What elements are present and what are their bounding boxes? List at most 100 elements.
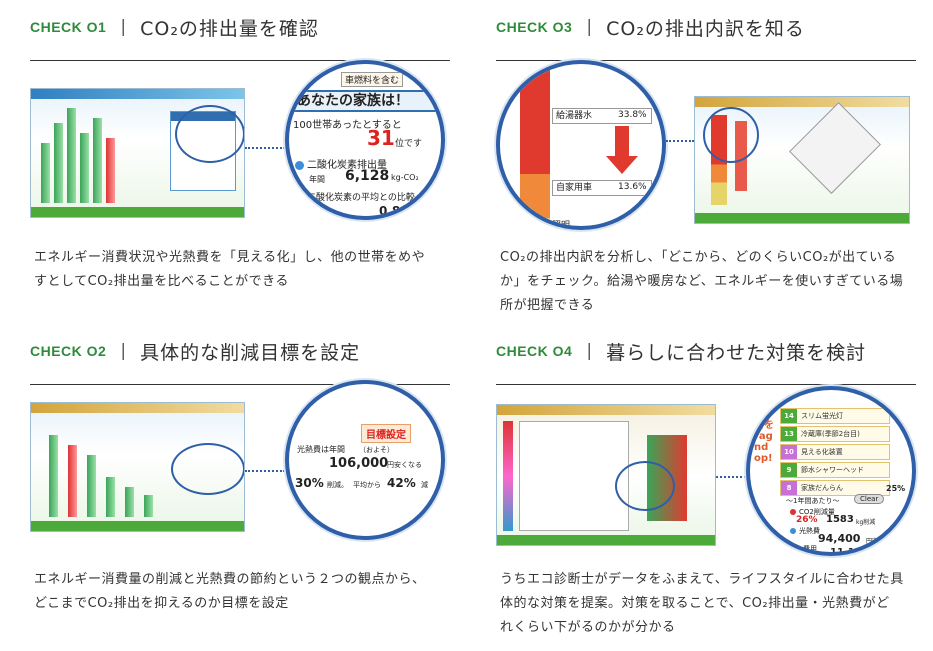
check-label: CHECK O2 [30,343,107,359]
co2-unit: kg削減 [856,519,876,526]
zoom-detail: 目標設定 光熱費は年間 （およそ） 106,000 円安くなる 30% 削減。 … [285,380,445,540]
measure-item[interactable]: 8 家族だんらん [780,480,890,496]
zoom-heading: あなたの家族は！ [289,90,441,112]
row-label-3: 照明 [552,221,571,230]
section-check-01: CHECK O1 | CO₂の排出量を確認 [30,8,450,61]
purple-dot-icon [295,193,304,202]
zoom-detail: 車燃料を含む あなたの家族は！ 100世帯あったとすると 31 位です 二酸化炭… [285,60,445,220]
down-arrow-icon [606,156,638,174]
row-label-1: 給湯器水 [552,108,652,124]
target-badge: 目標設定 [361,424,411,443]
extra-value: 11,100 [830,547,869,556]
measure-number: 14 [781,409,797,423]
reduction-suffix: 削減。 [327,481,348,489]
blue-dot-icon [790,528,796,534]
divider: | [586,341,593,361]
section-rule [30,384,450,385]
measure-item[interactable]: 9 節水シャワーヘッド [780,462,890,478]
cost-unit: 円安い [866,538,885,545]
row-value-2: 13.6% [618,182,647,192]
row-value-1: 33.8% [618,110,647,120]
section-title: CO₂の排出量を確認 [140,17,319,40]
divider: | [120,17,127,37]
avg-label-row: 二酸化炭素の平均との比較 [295,190,415,203]
measure-item[interactable]: 14 スリム蛍光灯 [780,408,890,424]
app-screenshot [30,88,245,218]
measure-label: 見える化装置 [801,448,843,456]
money-suffix: 円安くなる [387,461,422,469]
side-pct: 25% [886,484,906,493]
section-rule [496,60,916,61]
cost-label-row: 光熱費 [790,526,820,536]
clear-button[interactable]: Clear [854,494,885,504]
extra-label-row: 費用 [794,544,817,552]
cost-note: （およそ） [359,446,394,454]
rank-unit: 位です [395,139,423,149]
app-screenshot [496,404,716,546]
avg-label: 平均から [353,481,381,489]
zoom-tag: 車燃料を含む [341,72,404,87]
section-rule [496,384,916,385]
figure-check-03: 給湯器水 33.8% 自家用車 13.6% 照明 [496,60,916,250]
avg-unit: 倍 [403,208,411,217]
measure-number: 9 [781,463,797,477]
check-label: CHECK O3 [496,19,573,35]
per-year-label: ～1年間あたり～ [786,497,840,505]
measure-number: 10 [781,445,797,459]
co2-label-row: CO2削減量 [790,507,835,517]
blue-dot-icon [295,160,304,170]
year-label: 年間 [309,175,325,184]
measure-label: 家族だんらん [801,484,843,492]
divider: | [586,17,593,37]
rank-value: 31 [367,126,395,150]
section-header: CHECK O4 | 暮らしに合わせた対策を検討 [496,332,916,370]
section-rule [30,60,450,61]
avg-value: 0.8 [379,204,401,218]
measure-number: 8 [781,481,797,495]
red-dot-icon [790,509,796,515]
measure-label: スリム蛍光灯 [801,412,843,420]
measure-number: 13 [781,427,797,441]
figure-check-02: 目標設定 光熱費は年間 （およそ） 106,000 円安くなる 30% 削減。 … [30,380,450,570]
measure-label: 節水シャワーヘッド [801,466,864,474]
app-screenshot [694,96,910,224]
measure-label: 冷蔵庫(季節2台目) [801,430,860,438]
section-header: CHECK O3 | CO₂の排出内訳を知る [496,8,916,46]
green-dot-icon [794,546,800,552]
measure-item[interactable]: 13 冷蔵庫(季節2台目) [780,426,890,442]
row-label-2: 自家用車 [552,180,652,196]
section-check-02: CHECK O2 | 具体的な削減目標を設定 [30,332,450,385]
section-title: CO₂の排出内訳を知る [606,17,805,40]
section-title: 暮らしに合わせた対策を検討 [606,341,867,364]
app-screenshot [30,402,245,532]
section-title: 具体的な削減目標を設定 [140,341,361,364]
section-description: うちエコ診断士がデータをふまえて、ライフスタイルに合わせた具 体的な対策を提案。… [500,572,904,635]
cost-line: 光熱費は年間 [297,445,345,454]
section-description: エネルギー消費状況や光熱費を「見える化」し、他の世帯をめや すとしてCO₂排出量… [34,250,426,289]
figure-check-01: 車燃料を含む あなたの家族は！ 100世帯あったとすると 31 位です 二酸化炭… [30,60,450,250]
cost-value: 94,400 [818,532,861,545]
section-description: エネルギー消費量の削減と光熱費の節約という２つの観点から、 どこまでCO₂排出を… [34,572,426,611]
check-label: CHECK O1 [30,19,107,35]
measure-item[interactable]: 10 見える化装置 [780,444,890,460]
money-value: 106,000 [329,456,389,471]
co2-label-row: 二酸化炭素排出量 [295,156,387,171]
check-label: CHECK O4 [496,343,573,359]
divider: | [120,341,127,361]
section-description: CO₂の排出内訳を分析し、「どこから、どのくらいCO₂が出ている か」をチェック… [500,250,904,313]
section-header: CHECK O2 | 具体的な削減目標を設定 [30,332,450,370]
section-header: CHECK O1 | CO₂の排出量を確認 [30,8,450,46]
extra-unit: 円 [868,550,874,552]
zoom-detail: 給湯器水 33.8% 自家用車 13.6% 照明 [496,60,666,230]
co2-pct: 26% [796,515,818,525]
avg-pct: 42% [387,476,416,490]
rank-prefix: 100世帯あったとすると [293,120,402,131]
co2-value: 6,128 [345,168,390,184]
reduction-pct: 30% [295,476,324,490]
avg-suffix: 減 [421,481,428,489]
side-text: 目を rag nd op! [754,420,774,464]
section-check-04: CHECK O4 | 暮らしに合わせた対策を検討 [496,332,916,385]
